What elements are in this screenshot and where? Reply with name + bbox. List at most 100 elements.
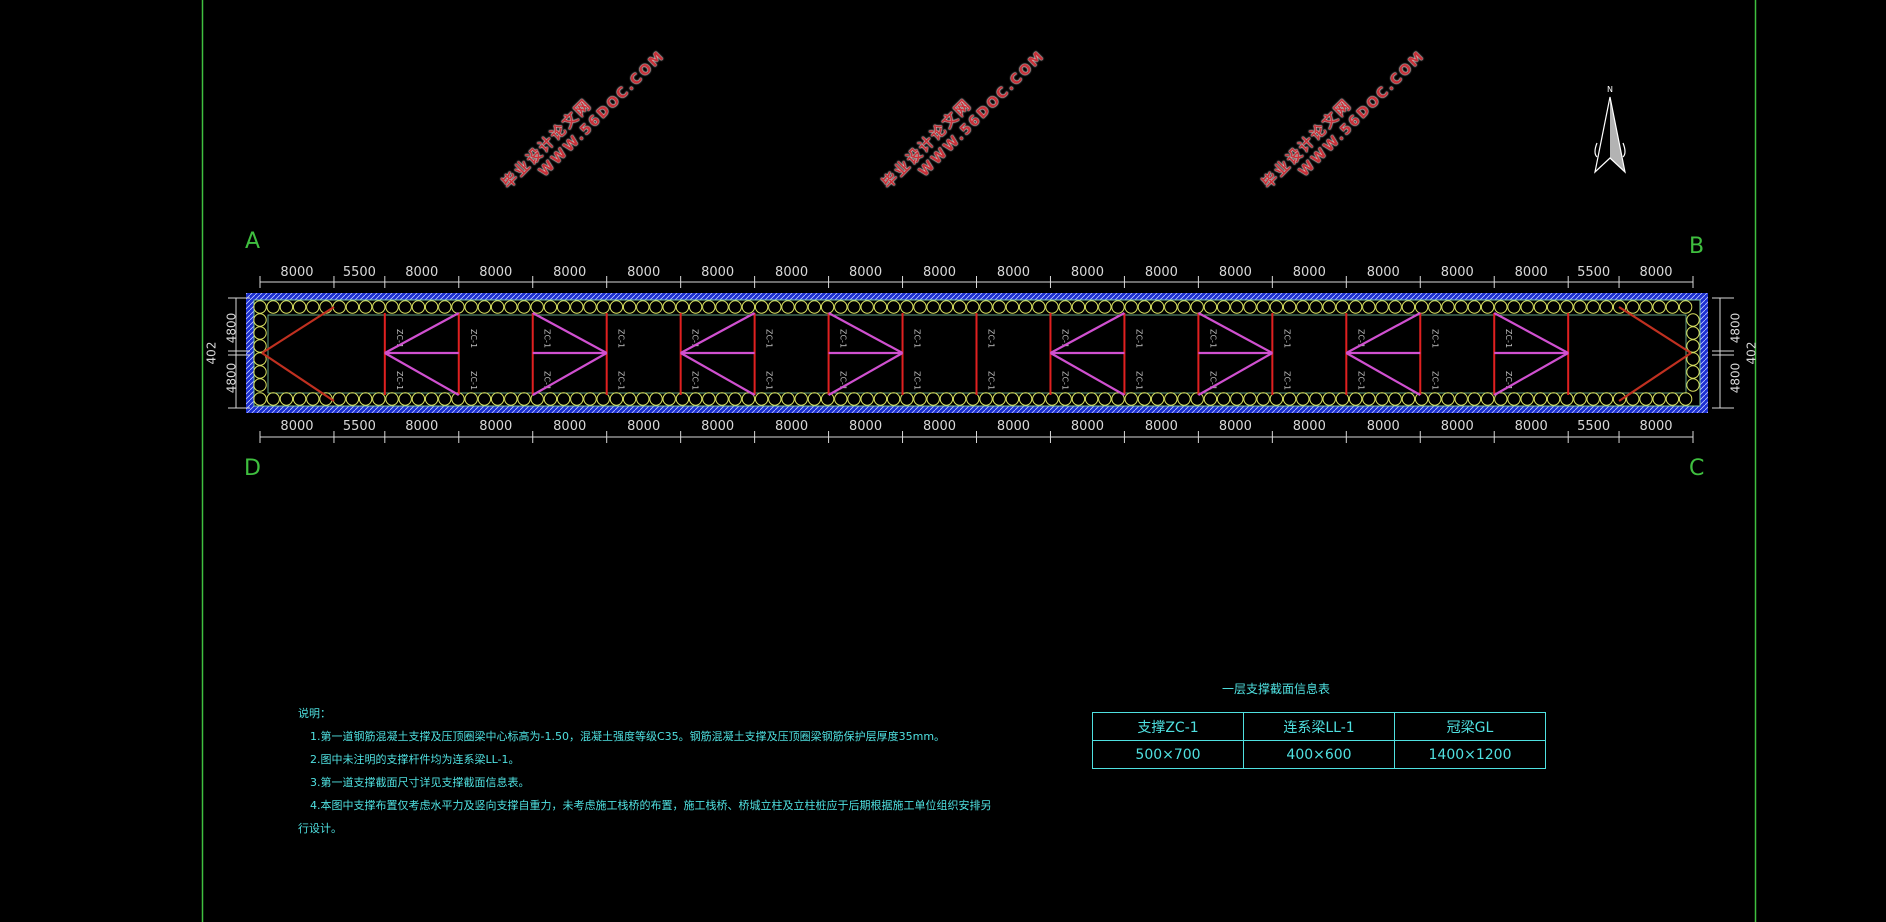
pile bbox=[1388, 300, 1402, 314]
pile bbox=[1639, 392, 1653, 406]
pile bbox=[1467, 392, 1482, 406]
pile bbox=[1005, 300, 1020, 314]
pile bbox=[464, 392, 478, 406]
pile bbox=[1098, 300, 1112, 314]
pile bbox=[1243, 392, 1257, 406]
pile bbox=[332, 392, 346, 406]
pile bbox=[1480, 300, 1495, 314]
pile bbox=[1256, 300, 1270, 314]
pile bbox=[1678, 392, 1693, 406]
pile bbox=[609, 300, 624, 314]
pile bbox=[1639, 300, 1653, 314]
pile bbox=[807, 392, 822, 406]
span-dimension-label: 8000 bbox=[280, 265, 313, 280]
member-label-zc1: ZC-1 bbox=[765, 371, 774, 390]
pile bbox=[358, 392, 373, 406]
vertical-dimension-label: 402 bbox=[205, 342, 219, 365]
pile bbox=[556, 300, 571, 314]
axis-label-a: A bbox=[245, 229, 260, 254]
table-header-row: 支撑ZC-1 连系梁LL-1 冠梁GL bbox=[1092, 712, 1546, 741]
pile bbox=[1441, 300, 1455, 314]
member-label-zc1: ZC-1 bbox=[1208, 329, 1217, 348]
pile bbox=[253, 313, 267, 327]
pile bbox=[266, 300, 280, 314]
notes-title: 说明： bbox=[298, 707, 331, 720]
pile bbox=[1520, 300, 1534, 314]
pile bbox=[411, 392, 426, 406]
pile bbox=[253, 392, 267, 406]
pile bbox=[1137, 300, 1152, 314]
pile bbox=[1678, 300, 1693, 314]
pile bbox=[424, 300, 439, 314]
pile bbox=[1256, 392, 1270, 406]
pile bbox=[1137, 392, 1152, 406]
member-label-zc1: ZC-1 bbox=[617, 371, 626, 390]
pile bbox=[1573, 300, 1587, 314]
diagonal-brace bbox=[384, 352, 460, 396]
member-label-zc1: ZC-1 bbox=[839, 329, 848, 348]
span-dimension-label: 8000 bbox=[1293, 265, 1326, 280]
pile bbox=[622, 392, 637, 406]
note-item: 4.本图中支撑布置仅考虑水平力及竖向支撑自重力，未考虑施工栈桥的布置，施工栈桥、… bbox=[310, 799, 992, 812]
vertical-dimension-label: 4800 bbox=[225, 363, 239, 394]
vertical-dimension-label: 4800 bbox=[1729, 313, 1743, 344]
span-dimension-label: 8000 bbox=[923, 265, 956, 280]
pile bbox=[253, 378, 267, 392]
member-label-zc1: ZC-1 bbox=[1504, 371, 1513, 390]
note-item: 2.图中未注明的支撑杆件均为连系梁LL-1。 bbox=[310, 753, 520, 766]
member-label-zc1: ZC-1 bbox=[1430, 329, 1439, 348]
pile bbox=[279, 300, 294, 314]
table-row: 500×700 400×600 1400×1200 bbox=[1092, 740, 1546, 769]
pile bbox=[477, 392, 492, 406]
member-label-zc1: ZC-1 bbox=[1208, 371, 1217, 390]
pile bbox=[768, 392, 782, 406]
pile bbox=[464, 300, 478, 314]
pile bbox=[253, 352, 267, 366]
span-dimension-label: 8000 bbox=[997, 265, 1030, 280]
pile bbox=[1480, 392, 1495, 406]
pile bbox=[900, 392, 914, 406]
pile bbox=[1203, 300, 1218, 314]
pile bbox=[820, 300, 835, 314]
member-label-zc1: ZC-1 bbox=[1282, 329, 1291, 348]
diagonal-brace bbox=[828, 352, 904, 396]
pile bbox=[1018, 300, 1033, 314]
diagonal-brace bbox=[1345, 352, 1421, 396]
span-dimension-label: 8000 bbox=[479, 419, 512, 434]
pile bbox=[1686, 313, 1700, 327]
pile bbox=[398, 392, 412, 406]
member-label-zc1: ZC-1 bbox=[543, 371, 552, 390]
pile bbox=[1177, 300, 1191, 314]
pile bbox=[1454, 300, 1468, 314]
pile bbox=[675, 300, 690, 314]
pile bbox=[1124, 392, 1138, 406]
table-cell: 1400×1200 bbox=[1394, 740, 1546, 769]
vertical-dimension-label: 4800 bbox=[225, 313, 239, 344]
pile bbox=[939, 392, 954, 406]
pile bbox=[358, 300, 373, 314]
diagonal-brace bbox=[384, 312, 460, 354]
member-label-zc1: ZC-1 bbox=[1430, 371, 1439, 390]
pile bbox=[1401, 392, 1416, 406]
pile bbox=[1652, 300, 1666, 314]
table-cell: 400×600 bbox=[1243, 740, 1395, 769]
pile bbox=[490, 300, 505, 314]
pile bbox=[754, 300, 769, 314]
pile bbox=[1098, 392, 1112, 406]
pile bbox=[1216, 300, 1231, 314]
pile bbox=[847, 300, 861, 314]
member-label-zc1: ZC-1 bbox=[1134, 371, 1143, 390]
pile bbox=[1586, 300, 1600, 314]
pile bbox=[966, 300, 980, 314]
pile bbox=[1335, 300, 1350, 314]
pile bbox=[583, 392, 597, 406]
pile bbox=[517, 392, 531, 406]
support-plan: ZC-1ZC-1ZC-1ZC-1ZC-1ZC-1ZC-1ZC-1ZC-1ZC-1… bbox=[205, 265, 1759, 443]
span-dimension-label: 8000 bbox=[553, 265, 586, 280]
pile bbox=[306, 392, 320, 406]
pile bbox=[1586, 392, 1600, 406]
pile bbox=[926, 300, 940, 314]
member-label-zc1: ZC-1 bbox=[543, 329, 552, 348]
member-label-zc1: ZC-1 bbox=[987, 371, 996, 390]
diagonal-brace bbox=[1493, 312, 1569, 354]
